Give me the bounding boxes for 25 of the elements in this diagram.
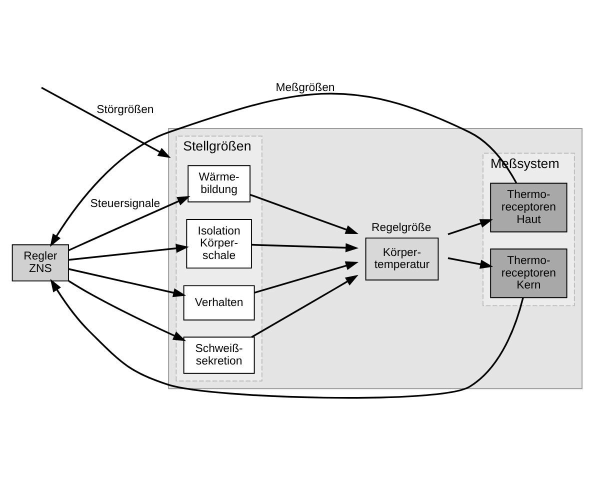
arrow (50, 92, 518, 246)
edge-label: Steuersignale (90, 198, 160, 210)
arrow (448, 218, 494, 235)
node-box: Schweiß- sekretion (183, 336, 255, 374)
node-box: Regler ZNS (12, 244, 69, 281)
arrow (68, 243, 189, 260)
arrow (68, 280, 186, 341)
node-box: Isolation Körper- schale (186, 218, 252, 268)
arrow (254, 260, 359, 294)
node-box: Thermo- receptoren Haut (490, 182, 568, 232)
node-box: Verhalten (183, 284, 255, 320)
edge-label: Meßgrößen (276, 81, 335, 94)
arrow (50, 278, 524, 398)
arrow (68, 268, 186, 297)
arrow (448, 256, 494, 268)
arrow (250, 193, 358, 234)
cluster (168, 128, 583, 389)
arrow (252, 242, 359, 252)
arrow (251, 274, 358, 338)
node-label: Regelgröße (372, 222, 432, 234)
node-box: Wärme- bildung (188, 164, 250, 202)
edge-label: Störgrößen (96, 103, 154, 116)
arrow (41, 86, 171, 158)
node-box: Thermo- receptoren Kern (490, 248, 568, 298)
arrow (68, 196, 190, 251)
